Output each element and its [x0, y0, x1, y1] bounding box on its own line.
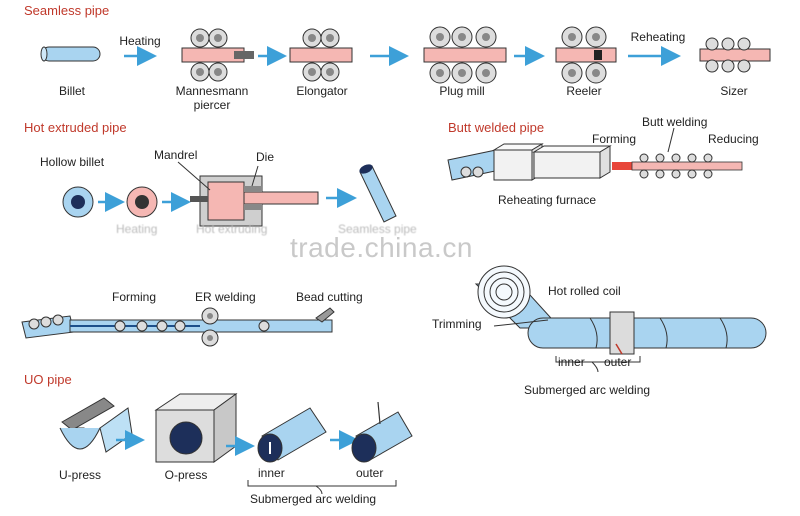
elongator-label: Elongator [296, 84, 348, 98]
erw-line-icon [21, 307, 335, 347]
uo-outer-weld-icon [351, 401, 413, 463]
spiral-outer-label: outer [604, 355, 632, 369]
coil-label: Hot rolled coil [548, 284, 621, 298]
butt-weld-line-icon [447, 143, 743, 181]
piercer-icon [181, 28, 254, 82]
extruded-heating-label: Heating [116, 222, 158, 236]
elongator-icon [289, 28, 353, 82]
o-press-label: O-press [164, 468, 208, 482]
billet-icon [40, 46, 101, 62]
extrusion-press-icon [190, 175, 319, 227]
er-welding-label: ER welding [195, 290, 256, 304]
butt-welding-label: Butt welding [642, 115, 708, 129]
hot-extruded-title: Hot extruded pipe [24, 120, 127, 135]
reheating-label: Reheating [630, 30, 686, 44]
butt-welded-title: Butt welded pipe [448, 120, 545, 135]
uo-bracket [247, 480, 397, 487]
uo-inner-label: inner [258, 466, 285, 480]
reeler-icon [555, 26, 617, 84]
mandrel-pointer [177, 161, 211, 191]
spiral-inner-label: inner [558, 355, 585, 369]
trimming-label: Trimming [432, 317, 482, 331]
bead-cutting-label: Bead cutting [296, 290, 363, 304]
uo-bracket-tip [315, 485, 323, 495]
u-press-label: U-press [58, 468, 102, 482]
spiral-welded-icon [474, 265, 767, 373]
heating-label: Heating [119, 34, 161, 48]
uo-saw-label: Submerged arc welding [250, 492, 377, 506]
extruding-label: Hot extruding [196, 222, 268, 236]
sizer-icon [699, 37, 771, 73]
uo-title: UO pipe [24, 372, 72, 387]
watermark: trade.china.cn [290, 232, 473, 263]
sizer-label: Sizer [720, 84, 748, 98]
reducing-label: Reducing [708, 132, 759, 146]
u-press-icon [59, 397, 133, 453]
uo-inner-weld-icon [257, 407, 327, 463]
die-pointer [251, 165, 259, 187]
heated-billet-icon [126, 186, 158, 218]
hollow-billet-label: Hollow billet [40, 155, 105, 169]
spiral-saw-label: Submerged arc welding [524, 383, 651, 397]
seamless-title: Seamless pipe [24, 3, 110, 18]
plug-mill-icon [423, 26, 507, 84]
erw-forming-label: Forming [112, 290, 157, 304]
plug-mill-label: Plug mill [439, 84, 485, 98]
o-press-icon [154, 393, 238, 463]
uo-outer-label: outer [356, 466, 384, 480]
butt-welding-pointer [667, 127, 675, 153]
reeler-label: Reeler [566, 84, 602, 98]
furnace-label: Reheating furnace [498, 193, 597, 207]
mandrel-label: Mandrel [154, 148, 198, 162]
seamless-pipe-icon [359, 164, 397, 223]
piercer-label: Mannesmann piercer [175, 84, 249, 112]
hollow-billet-icon [62, 186, 94, 218]
butt-forming-label: Forming [592, 132, 637, 146]
seamless-pipe-label: Seamless pipe [338, 222, 417, 236]
billet-label: Billet [58, 84, 86, 98]
die-label: Die [256, 150, 275, 164]
